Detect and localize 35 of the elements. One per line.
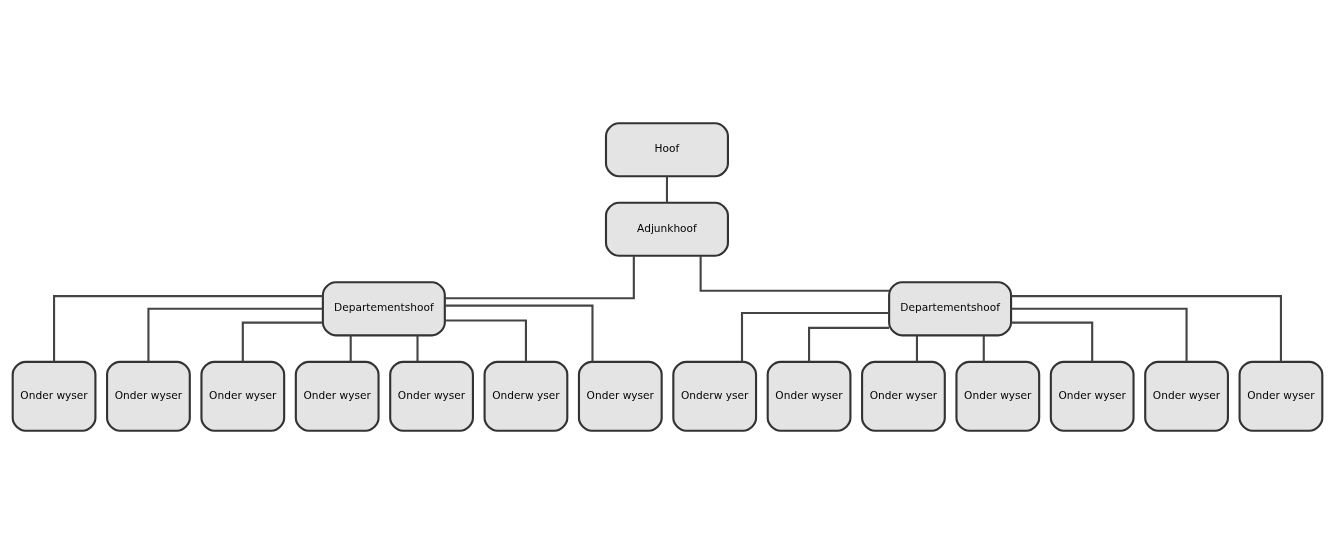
connector — [982, 335, 985, 362]
node-box: Onder wyser — [11, 360, 97, 432]
connector — [444, 318, 527, 361]
connector — [1011, 321, 1094, 362]
node-box: Onder wyser — [294, 360, 380, 432]
connector — [1011, 294, 1282, 362]
connector — [1011, 307, 1188, 362]
node-box: Departementshoof — [321, 280, 446, 336]
node-box: Onder wyser — [955, 360, 1041, 432]
node-box: Adjunkhoof — [604, 201, 729, 257]
connector — [740, 311, 890, 361]
node-box: Onder wyser — [106, 360, 191, 432]
node-box: Onder wyser — [1144, 360, 1229, 432]
connector — [53, 294, 323, 362]
connector — [416, 335, 419, 362]
node-box: Onder wyser — [861, 360, 946, 432]
connector — [665, 176, 669, 203]
connector — [445, 304, 594, 361]
node-box: Onder wyser — [1049, 360, 1135, 432]
connector — [241, 321, 323, 362]
node-box: Onderw yser — [672, 360, 758, 432]
node-box: Onder wyser — [200, 360, 286, 432]
node-box: Onder wyser — [577, 360, 663, 432]
connector — [915, 335, 918, 362]
node-box: Onderw yser — [483, 360, 569, 432]
connector — [147, 307, 323, 362]
node-box: Onder wyser — [1238, 360, 1324, 432]
node-box: Hoof — [604, 121, 729, 177]
node-box: Departementshoof — [888, 280, 1013, 336]
connector — [699, 255, 890, 292]
node-box: Onder wyser — [389, 360, 474, 432]
node-box: Onder wyser — [766, 360, 852, 432]
connector — [349, 335, 352, 362]
connector — [808, 326, 890, 362]
connector — [445, 255, 635, 299]
